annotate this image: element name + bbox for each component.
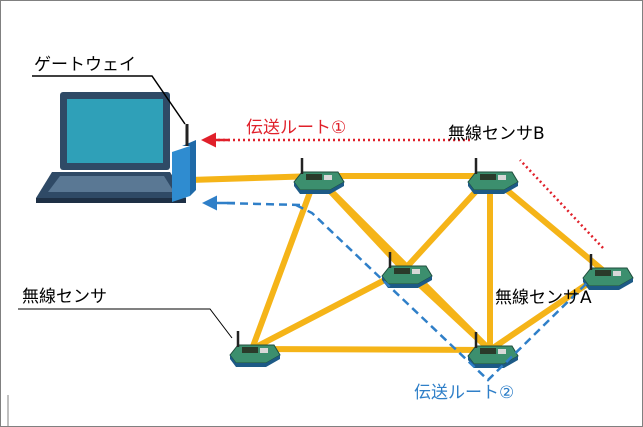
mesh-link — [249, 267, 407, 352]
mesh-link — [487, 173, 608, 275]
route-1-path — [207, 138, 604, 249]
wireless-sensor-icon — [581, 252, 635, 292]
sensor-a-label: 無線センサA — [495, 288, 592, 308]
wireless-sensor-icon — [292, 156, 346, 196]
route-2-label: 伝送ルート② — [414, 383, 514, 403]
mesh-link — [249, 346, 493, 353]
sensor-leader-line — [18, 308, 233, 339]
laptop-icon — [36, 92, 186, 203]
wireless-sensor-icon — [380, 250, 434, 290]
sensor-b-label: 無線センサB — [448, 124, 545, 144]
mesh-link — [187, 173, 319, 183]
gateway-device-icon — [172, 124, 196, 202]
mesh-link — [249, 173, 319, 352]
mesh-links — [187, 173, 608, 353]
sensor-label: 無線センサ — [22, 287, 107, 307]
sensor-nodes — [228, 156, 635, 370]
gateway-leader-line — [32, 75, 186, 125]
route-1-label: 伝送ルート① — [246, 118, 346, 138]
wireless-sensor-icon — [466, 156, 520, 196]
gateway-label: ゲートウェイ — [34, 55, 136, 75]
